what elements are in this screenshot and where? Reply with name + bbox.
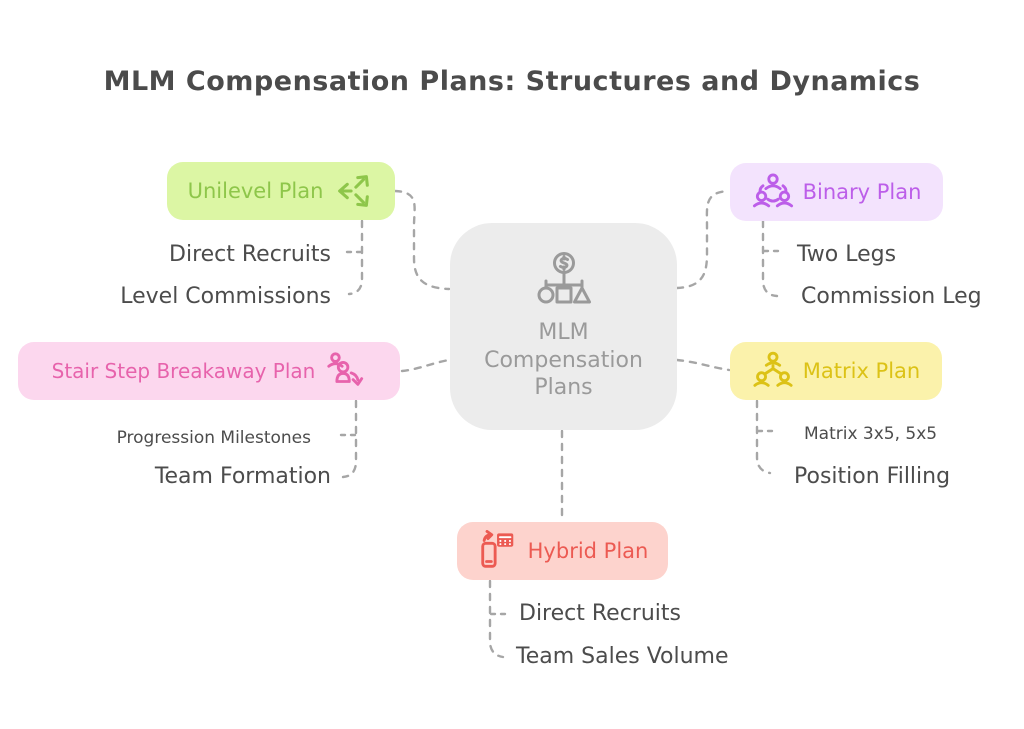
phone-calculator-icon bbox=[480, 530, 513, 568]
child-commission-leg[interactable]: Commission Leg bbox=[801, 284, 982, 309]
child-direct-recruits-hybrid[interactable]: Direct Recruits bbox=[519, 601, 681, 626]
child-level-commissions[interactable]: Level Commissions bbox=[120, 284, 331, 309]
child-position-filling[interactable]: Position Filling bbox=[794, 464, 951, 489]
node-matrix-label: Matrix Plan bbox=[802, 359, 921, 383]
child-progression-milestones[interactable]: Progression Milestones bbox=[116, 428, 311, 448]
axes-arrows-icon bbox=[338, 175, 370, 207]
node-stair-step-breakaway-plan[interactable]: Stair Step Breakaway Plan bbox=[18, 342, 400, 400]
page-title: MLM Compensation Plans: Structures and D… bbox=[103, 66, 921, 97]
node-binary-label: Binary Plan bbox=[802, 180, 922, 204]
node-unilevel-label: Unilevel Plan bbox=[187, 179, 324, 203]
child-team-sales-volume[interactable]: Team Sales Volume bbox=[516, 644, 729, 669]
dollar-hierarchy-icon bbox=[537, 252, 591, 304]
child-two-legs[interactable]: Two Legs bbox=[797, 242, 897, 267]
node-hybrid-label: Hybrid Plan bbox=[527, 539, 649, 563]
node-unilevel-plan[interactable]: Unilevel Plan bbox=[167, 162, 395, 220]
team-network-icon bbox=[752, 173, 793, 208]
central-node-mlm-compensation-plans[interactable]: MLM Compensation Plans bbox=[450, 223, 677, 430]
child-matrix-3x5-5x5[interactable]: Matrix 3x5, 5x5 bbox=[804, 424, 938, 444]
node-stair-label: Stair Step Breakaway Plan bbox=[51, 359, 316, 383]
org-chart-people-icon bbox=[753, 351, 793, 387]
node-hybrid-plan[interactable]: Hybrid Plan bbox=[457, 522, 668, 580]
central-node-label: MLM Compensation Plans bbox=[484, 320, 643, 401]
node-matrix-plan[interactable]: Matrix Plan bbox=[730, 342, 942, 400]
node-binary-plan[interactable]: Binary Plan bbox=[730, 163, 943, 221]
child-team-formation[interactable]: Team Formation bbox=[154, 464, 331, 489]
person-breakaway-icon bbox=[327, 352, 364, 386]
child-direct-recruits-unilevel[interactable]: Direct Recruits bbox=[169, 242, 331, 267]
